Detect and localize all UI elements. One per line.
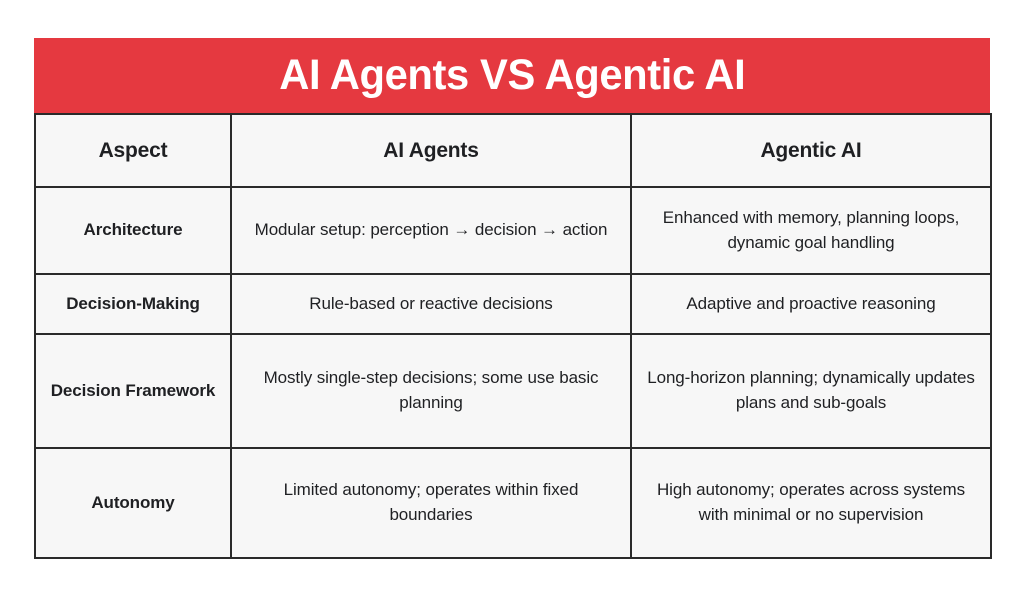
table-row: Autonomy Limited autonomy; operates with…: [34, 447, 992, 559]
row-label-decision-framework: Decision Framework: [34, 333, 232, 449]
title-banner: AI Agents VS Agentic AI: [34, 38, 990, 113]
cell-decision-framework-agentic-ai: Long-horizon planning; dynamically updat…: [630, 333, 992, 449]
column-header-agentic-ai: Agentic AI: [630, 113, 992, 188]
table-header-row: Aspect AI Agents Agentic AI: [34, 113, 992, 188]
table-row: Decision-Making Rule-based or reactive d…: [34, 273, 992, 335]
cell-decision-framework-ai-agents: Mostly single-step decisions; some use b…: [230, 333, 632, 449]
comparison-table: Aspect AI Agents Agentic AI Architecture…: [34, 113, 992, 559]
column-header-aspect: Aspect: [34, 113, 232, 188]
row-label-decision-making: Decision-Making: [34, 273, 232, 335]
column-header-ai-agents: AI Agents: [230, 113, 632, 188]
row-label-architecture: Architecture: [34, 186, 232, 275]
cell-architecture-agentic-ai: Enhanced with memory, planning loops, dy…: [630, 186, 992, 275]
cell-decision-making-agentic-ai: Adaptive and proactive reasoning: [630, 273, 992, 335]
row-label-autonomy: Autonomy: [34, 447, 232, 559]
cell-autonomy-agentic-ai: High autonomy; operates across systems w…: [630, 447, 992, 559]
cell-architecture-ai-agents: Modular setup: perception → decision → a…: [230, 186, 632, 275]
page-title: AI Agents VS Agentic AI: [278, 51, 746, 99]
cell-decision-making-ai-agents: Rule-based or reactive decisions: [230, 273, 632, 335]
table-row: Architecture Modular setup: perception →…: [34, 186, 992, 275]
cell-autonomy-ai-agents: Limited autonomy; operates within fixed …: [230, 447, 632, 559]
table-row: Decision Framework Mostly single-step de…: [34, 333, 992, 449]
